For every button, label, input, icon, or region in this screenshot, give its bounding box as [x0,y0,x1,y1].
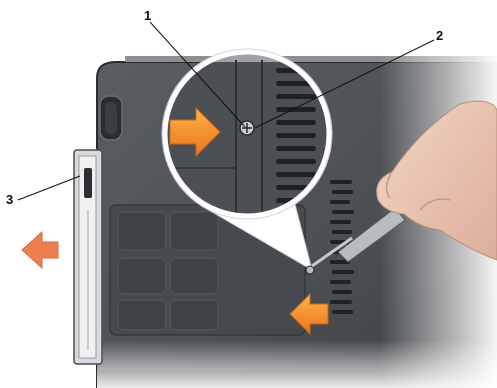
vent-slat [330,180,352,184]
fade-bottom [97,340,497,388]
vent-slat-magnified [276,94,316,99]
screw [306,266,314,274]
vent-slat [330,200,350,204]
vent-slat [332,290,352,294]
optical-drive [74,150,102,364]
drive-removal-arrow [22,232,58,268]
callout-1-label: 1 [144,8,151,23]
battery-latch [100,96,122,140]
vent-slat [332,310,353,314]
callout-2-label: 2 [436,28,443,43]
vent-slat [330,300,352,304]
vent-slat-magnified [276,159,316,164]
vent-slat-magnified [276,172,316,177]
vent-slat [332,210,354,214]
vent-slat-magnified [276,120,316,125]
callout-3-leader [18,176,80,200]
vent-slat-magnified [276,146,316,151]
vent-slat [330,280,351,284]
vent-slat [332,190,353,194]
vent-slat [332,230,352,234]
vent-slat-magnified [276,133,316,138]
callout-3-label: 3 [6,192,13,207]
vent-slat [330,220,351,224]
vent-slat [332,270,354,274]
